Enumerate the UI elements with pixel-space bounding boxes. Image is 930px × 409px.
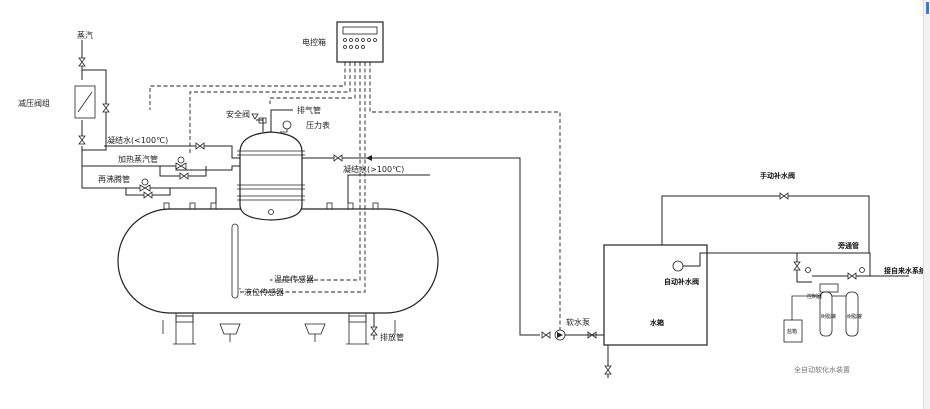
label-auto-valve: 自动补水阀 [664,277,699,286]
label-level-sensor: 液位传感器 [244,287,284,297]
label-condensate-high: 凝结水(>100℃) [343,164,404,174]
label-pressure-gauge: 压力表 [306,120,330,130]
label-control-box: 电控箱 [302,37,326,47]
control-box [336,21,384,63]
tank-saddles [162,313,396,345]
level-tube [231,223,239,299]
label-steam: 蒸汽 [77,30,93,40]
control-wires [149,62,561,330]
label-temp-sensor: 温度传感器 [274,274,314,284]
water-tank [603,244,708,346]
deaerator-tank [117,208,439,314]
label-heating-steam: 加热蒸汽管 [118,154,158,164]
label-bypass-pipe: 旁通管 [837,241,859,250]
water-softener [783,283,859,343]
label-reboil-pipe: 再沸腾管 [98,174,130,184]
head-flanges [237,150,305,201]
label-resin-tank-1: 树脂罐 [821,313,836,320]
label-softener: 全自动软化水装置 [794,365,850,374]
label-drain-pipe: 排放管 [380,332,404,342]
tank-top-nozzles [163,202,379,210]
label-soft-pump: 软水泵 [566,317,590,327]
label-tap-water: 接自来水系统 [884,266,926,275]
page-edge-scrollbar[interactable] [923,0,930,409]
label-water-tank: 水箱 [650,318,664,327]
label-manual-valve: 手动补水阀 [760,171,795,180]
pressure-reducing-valve [74,85,96,119]
label-vent-pipe: 排气管 [297,105,321,115]
label-safety-valve: 安全阀 [226,109,250,119]
label-condensate-low: 凝结水(<100℃) [107,135,168,145]
deaerator-head [239,131,303,221]
label-controller: 控制器 [807,293,822,300]
label-salt-box: 盐箱 [787,328,797,335]
label-resin-tank-2: 树脂罐 [847,313,862,320]
label-prv: 减压阀组 [18,98,50,108]
edge-marker [926,2,929,14]
